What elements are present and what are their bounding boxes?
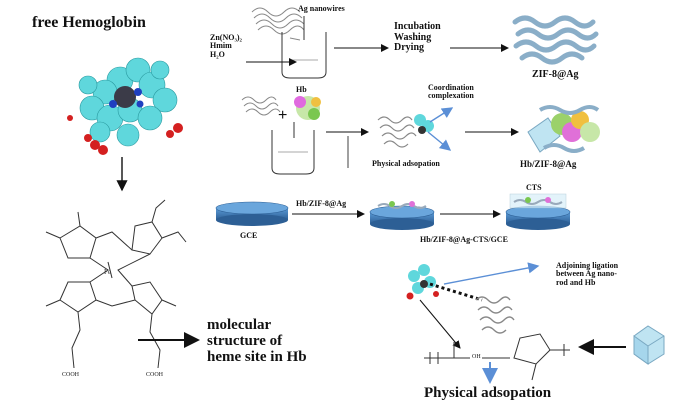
beaker-2 (271, 122, 315, 175)
zif-crystal (633, 325, 665, 365)
adsorption-hb-cluster (414, 114, 434, 134)
cooh-left-label: COOH (62, 372, 80, 378)
final-electrode (505, 193, 571, 230)
arrow-physical-small (427, 131, 452, 151)
coordination-label: Coordination complexation (428, 83, 474, 101)
zif8-ag-label: ZIF-8@Ag (532, 69, 579, 80)
hb-zif8-ag-product-label: Hb/ZIF-8@Ag (520, 159, 577, 169)
ag-nanowires-label: Ag nanowires (298, 4, 345, 13)
cooh-right-label: COOH (146, 372, 164, 378)
gce-label: GCE (240, 231, 258, 240)
reagents-label: Zn(NO₃)₂ Hmim H₂O (210, 33, 242, 59)
cts-label: CTS (526, 183, 542, 192)
gce-electrode (215, 201, 289, 226)
physical-adsorption-small-label: Physical adsopation (372, 159, 440, 168)
hb-zif8-ag-arrow-label: Hb/ZIF-8@Ag (296, 199, 347, 208)
beaker-1 (281, 16, 327, 79)
hb-label: Hb (296, 85, 307, 94)
hb-zif8-ag-product (527, 105, 600, 153)
mechanism-wires (475, 296, 515, 334)
electrode-label: Hb/ZIF-8@Ag-CTS/GCE (420, 235, 508, 244)
arrow-coordination (429, 107, 454, 123)
modified-electrode (369, 201, 435, 230)
polymer-chain (424, 333, 570, 381)
oh-label: OH (472, 354, 481, 360)
arrow-adjoining (443, 262, 540, 285)
heme-structure (45, 199, 187, 369)
molecular-structure-label: molecular structure of heme site in Hb (207, 317, 307, 365)
adsorption-wires (377, 116, 417, 148)
physical-adsorption-big-label: Physical adsopation (424, 385, 552, 401)
ag-nanowires-squiggles-2 (241, 96, 281, 116)
ag-nanowires-squiggles (251, 7, 305, 35)
free-hemoglobin-label: free Hemoglobin (32, 14, 146, 31)
adjoining-label: Adjoining ligation between Ag nano- rod … (556, 261, 619, 287)
hemoglobin-molecule (67, 57, 183, 155)
arrow-to-polymer (419, 299, 461, 349)
hb-protein-ribbon (294, 96, 321, 120)
heme-fe-label: Fe (104, 268, 111, 276)
plus-sign: + (278, 107, 287, 124)
zif8-ag-product (512, 15, 599, 65)
process-steps-label: Incubation Washing Drying (394, 21, 441, 53)
mechanism-hb (406, 264, 439, 300)
